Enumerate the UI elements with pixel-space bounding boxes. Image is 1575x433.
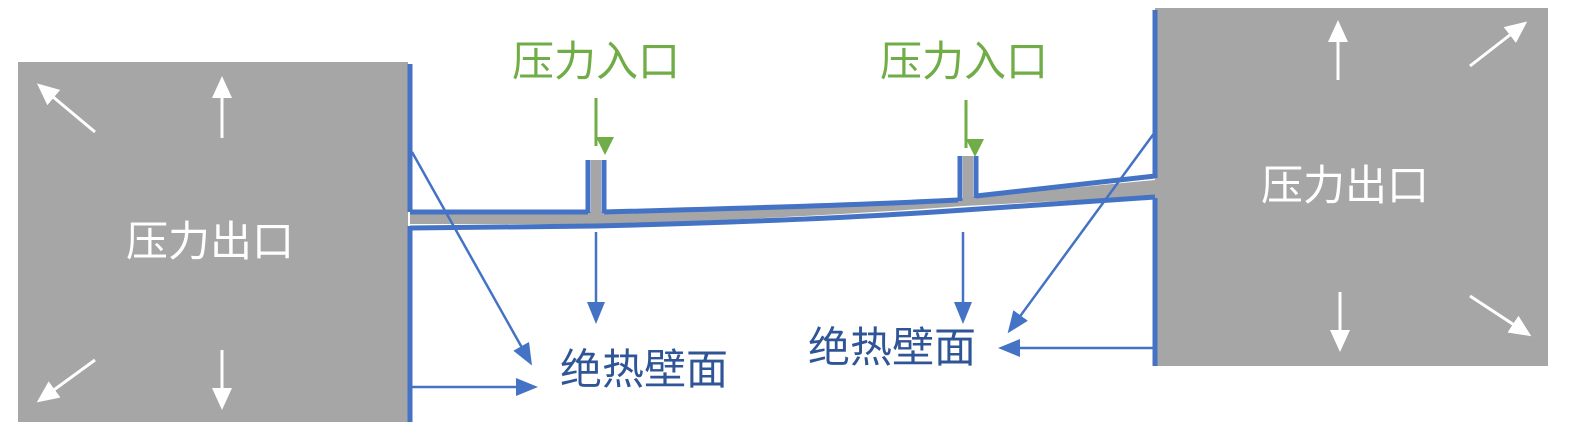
arrow-up-right-icon [1469,21,1528,68]
arrow-down-left-icon [36,358,96,403]
inlet-1-fluid [591,160,601,212]
wall-pointer-arrows [410,131,1157,396]
channel-fluid [410,180,1155,224]
wall-label-1: 绝热壁面 [560,345,728,394]
inlet-2-fluid [963,156,973,200]
wall-label-2: 绝热壁面 [808,323,976,372]
outlet-label-left: 压力出口 [126,217,294,266]
outlet-arrows-left [36,76,232,410]
inlet-label-2: 压力入口 [880,37,1048,86]
outlet-arrows-right [1328,20,1532,352]
upper-channel-wall-right [975,173,1156,199]
wall-arrow-icon [410,151,532,366]
upper-channel-wall-mid [603,197,959,215]
arrow-up-left-icon [36,83,96,134]
outlet-label-right: 压力出口 [1261,161,1429,210]
outlet-block-right [1155,8,1548,366]
channel-walls [407,10,1158,422]
lower-channel-wall [409,194,1156,231]
wall-arrow-icon [1007,131,1157,334]
arrow-down-right-icon [1469,294,1532,337]
inlet-label-1: 压力入口 [512,37,680,86]
inlet-arrows [594,98,984,157]
